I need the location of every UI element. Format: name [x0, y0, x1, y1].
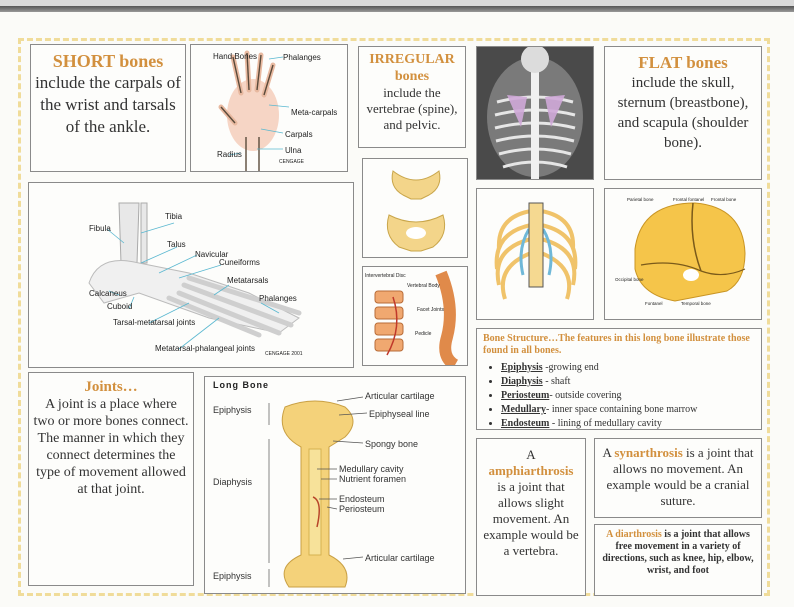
long-bone-figure: Long Bone Epiphysis Diaphysis Epiphysis …: [204, 376, 466, 594]
synar-a: A: [602, 445, 612, 460]
frontal-bone-label: Frontal bone: [711, 197, 737, 202]
hand-copyright: CENGAGE: [279, 159, 305, 165]
metatarsals-label: Metatarsals: [227, 276, 268, 285]
pedicle-label: Pedicle: [415, 331, 432, 337]
amphi-text: is a joint that allows slight movement. …: [483, 479, 579, 558]
parietal-label: Parietal bone: [627, 197, 654, 202]
diar-a: A: [606, 529, 613, 540]
list-item: Diaphysis - shaft: [501, 375, 755, 389]
periosteum-label: Periosteum: [339, 504, 385, 514]
joints-text: A joint is a place where two or more bon…: [33, 397, 189, 497]
cuneiforms-label: Cuneiforms: [219, 258, 260, 267]
irregular-bones-card: IRREGULAR bones include the vertebrae (s…: [358, 46, 466, 148]
poster: SHORT bones include the carpals of the w…: [0, 6, 794, 607]
epiphysis-bottom-label: Epiphysis: [213, 571, 252, 581]
fontanel-label: Fontanel: [645, 301, 663, 306]
occipital-label: Occipital bone: [615, 277, 644, 282]
hand-bones-figure: Hand Bones Phalanges Meta-carpals Carpal…: [190, 44, 348, 172]
fibula-label: Fibula: [89, 224, 111, 233]
phalanges-label: Phalanges: [283, 53, 321, 62]
articular-cartilage-top-label: Articular cartilage: [365, 391, 435, 401]
pelvis-figure: [362, 158, 468, 258]
metatarsal-phalangeal-label: Metatarsal-phalangeal joints: [155, 344, 255, 353]
nutrient-foramen-label: Nutrient foramen: [339, 474, 406, 484]
hand-label: Hand Bones: [213, 52, 257, 61]
radius-label: Radius: [217, 150, 242, 159]
ribcage-illustration: [494, 202, 578, 300]
long-bone-illustration: Long Bone Epiphysis Diaphysis Epiphysis …: [213, 380, 435, 588]
joints-card: Joints… A joint is a place where two or …: [28, 372, 194, 586]
facet-joints-label: Facet Joints: [417, 307, 444, 313]
foot-illustration: Tibia Fibula Talus Navicular Cuneiforms …: [88, 202, 303, 357]
list-item: Medullary- inner space containing bone m…: [501, 403, 755, 417]
scapula-photo: [476, 46, 594, 180]
navicular-label: Navicular: [195, 250, 229, 259]
tibia-label: Tibia: [165, 212, 183, 221]
spongy-bone-label: Spongy bone: [365, 439, 418, 449]
spine-figure: Intervertebral Disc Vertebral Body Facet…: [362, 266, 468, 366]
foot-phalanges-label: Phalanges: [259, 294, 297, 303]
talus-label: Talus: [167, 240, 186, 249]
flat-bones-card: FLAT bones include the skull, sternum (b…: [604, 46, 762, 180]
epiphyseal-line-label: Epiphyseal line: [369, 409, 430, 419]
ulna-label: Ulna: [285, 146, 302, 155]
foot-bones-figure: Tibia Fibula Talus Navicular Cuneiforms …: [28, 182, 354, 368]
tarsal-metatarsal-label: Tarsal-metatarsal joints: [113, 318, 195, 327]
diar-term: diarthrosis: [615, 529, 662, 540]
calcaneus-label: Calcaneus: [89, 289, 127, 298]
carpals-label: Carpals: [285, 130, 313, 139]
long-bone-title: Long Bone: [213, 380, 269, 390]
articular-cartilage-bottom-label: Articular cartilage: [365, 553, 435, 563]
cuboid-label: Cuboid: [107, 302, 132, 311]
list-item: Endosteum - lining of medullary cavity: [501, 417, 755, 429]
epiphysis-top-label: Epiphysis: [213, 405, 252, 415]
amphi-term: amphiarthrosis: [488, 463, 574, 478]
diarthrosis-card: A diarthrosis is a joint that allows fre…: [594, 524, 762, 596]
short-bones-title: SHORT bones: [52, 51, 164, 71]
synar-term: synarthrosis: [614, 445, 683, 460]
intervertebral-disc-label: Intervertebral Disc: [365, 273, 406, 279]
temporal-label: Temporal bone: [681, 301, 711, 306]
ribcage-figure: [476, 188, 594, 320]
list-item: Epiphysis -growing end: [501, 361, 755, 375]
metacarpals-label: Meta-carpals: [291, 108, 337, 117]
skull-illustration: Parietal bone Frontal fontanel Frontal b…: [615, 197, 746, 306]
amphiarthrosis-card: A amphiarthrosis is a joint that allows …: [476, 438, 586, 596]
frontal-fontanel-label: Frontal fontanel: [673, 197, 704, 202]
bone-structure-card: Bone Structure…The features in this long…: [476, 328, 762, 430]
foot-copyright: CENGAGE 2001: [265, 351, 303, 357]
hand-illustration: Hand Bones Phalanges Meta-carpals Carpal…: [213, 50, 337, 171]
endosteum-label: Endosteum: [339, 494, 385, 504]
short-bones-text: include the carpals of the wrist and tar…: [35, 73, 181, 136]
diar-text: is a joint that allows free movement in …: [602, 529, 754, 576]
spine-illustration: Intervertebral Disc Vertebral Body Facet…: [365, 270, 459, 365]
bone-structure-heading: Bone Structure…The features in this long…: [483, 333, 750, 356]
irregular-bones-title: IRREGULAR bones: [369, 52, 455, 84]
dashed-border: [18, 38, 770, 596]
vertebral-body-label: Vertebral Body: [407, 283, 440, 289]
joints-title: Joints…: [84, 379, 138, 395]
short-bones-card: SHORT bones include the carpals of the w…: [30, 44, 186, 172]
amphi-a: A: [526, 447, 536, 462]
medullary-cavity-label: Medullary cavity: [339, 464, 404, 474]
diaphysis-label: Diaphysis: [213, 477, 253, 487]
flat-bones-title: FLAT bones: [638, 53, 728, 72]
flat-bones-text: include the skull, sternum (breastbone),…: [617, 75, 749, 151]
skull-figure: Parietal bone Frontal fontanel Frontal b…: [604, 188, 762, 320]
list-item: Periosteum- outside covering: [501, 389, 755, 403]
synar-text: is a joint that allows no movement. An e…: [606, 445, 754, 508]
bone-structure-list: Epiphysis -growing end Diaphysis - shaft…: [483, 361, 755, 429]
synarthrosis-card: A synarthrosis is a joint that allows no…: [594, 438, 762, 518]
pelvis-illustration: [386, 170, 446, 252]
ribcage-back-illustration: [477, 47, 593, 179]
irregular-bones-text: include the vertebrae (spine), and pelvi…: [366, 85, 458, 132]
